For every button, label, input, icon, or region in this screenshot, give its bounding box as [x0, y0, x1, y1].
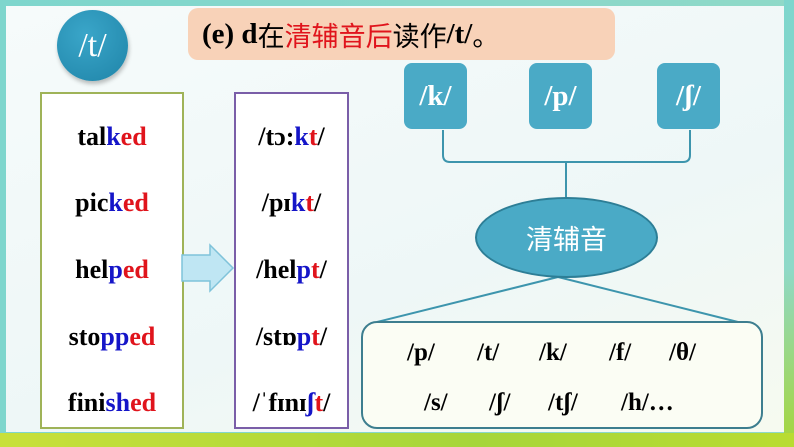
sound-box-p-label: /p/	[544, 79, 577, 112]
consonant-item: /tʃ/	[548, 389, 578, 416]
ipa-row-part: /	[314, 188, 322, 217]
sound-box-k: /k/	[404, 63, 467, 129]
sound-box-sh-label: /ʃ/	[676, 79, 701, 112]
consonant-item: /f/	[609, 339, 632, 366]
word-row: stopped	[42, 322, 182, 352]
sound-box-k-label: /k/	[419, 79, 452, 112]
word-row: finished	[42, 388, 182, 418]
ipa-row-part: t	[305, 188, 315, 217]
ipa-row-part: t	[314, 388, 324, 417]
oval-label: 清辅音	[526, 225, 607, 256]
title-cn-2: 读作	[392, 21, 447, 53]
consonant-item: /k/	[539, 339, 567, 366]
ipa-row: /tɔ:kt/	[236, 122, 347, 152]
ipa-row-part: t	[311, 255, 320, 284]
word-row-part: ed	[130, 388, 157, 417]
sound-box-p: /p/	[529, 63, 592, 129]
voiceless-consonant-oval: 清辅音	[475, 197, 658, 278]
title-suffix: /t/	[446, 17, 473, 50]
ipa-row: /pɪkt/	[236, 188, 347, 218]
word-row-part: ed	[122, 255, 149, 284]
ipa-row: /ˈfɪnɪʃt/	[236, 388, 347, 418]
word-row-part: sh	[105, 388, 131, 417]
ipa-row-part: k	[290, 188, 306, 217]
ipa-row-part: /ˈfɪnɪ	[252, 388, 307, 417]
ipa-row-part: k	[294, 122, 309, 151]
title-end: 。	[472, 21, 500, 53]
rule-title: (e) d 在 清辅音后 读作 /t/ 。	[188, 8, 615, 60]
word-row: helped	[42, 255, 182, 285]
frame-bottom-stripe	[0, 433, 794, 447]
consonant-item: /θ/	[669, 339, 696, 366]
consonant-item: /p/	[407, 339, 435, 366]
word-row: talked	[42, 122, 182, 152]
ipa-row-part: /tɔ:	[258, 122, 295, 151]
fan-lines	[376, 276, 739, 323]
ipa-row-part: /pɪ	[261, 188, 291, 217]
consonant-item: /h/…	[621, 389, 674, 416]
word-row-part: pic	[75, 188, 109, 217]
ipa-row-part: /stɒ	[255, 322, 297, 351]
ipa-row-part: /	[323, 388, 331, 417]
arrow-right-icon	[181, 243, 235, 293]
word-row-part: p	[108, 255, 123, 284]
t-sound-badge-label: /t/	[78, 26, 107, 64]
word-row-part: k	[106, 122, 121, 151]
top-bracket-line	[442, 130, 691, 163]
title-prefix: (e) d	[202, 17, 258, 50]
ipa-list: /tɔ:kt//pɪkt//helpt//stɒpt//ˈfɪnɪʃt/	[234, 92, 349, 429]
ipa-row-part: ʃ	[306, 388, 315, 417]
word-row-part: k	[108, 188, 123, 217]
word-row-part: ed	[122, 188, 149, 217]
ipa-row-part: /hel	[256, 255, 297, 284]
word-row-part: ed	[129, 322, 156, 351]
word-row-part: hel	[75, 255, 109, 284]
ipa-row: /helpt/	[236, 255, 347, 285]
ipa-row-part: p	[296, 322, 312, 351]
ipa-row-part: /	[317, 122, 325, 151]
word-row-part: tal	[77, 122, 107, 151]
consonant-item: /ʃ/	[489, 389, 511, 416]
ipa-row-part: /	[319, 322, 328, 351]
t-sound-badge: /t/	[57, 10, 128, 81]
ipa-row: /stɒpt/	[236, 322, 347, 352]
consonant-item: /t/	[477, 339, 500, 366]
title-highlight: 清辅音后	[284, 21, 393, 53]
word-row-part: sto	[68, 322, 101, 351]
ipa-row-part: p	[296, 255, 311, 284]
title-cn-1: 在	[257, 21, 285, 53]
word-row-part: pp	[100, 322, 130, 351]
ipa-row-part: t	[311, 322, 320, 351]
frame-right-stripe	[784, 0, 794, 447]
word-row-part: ed	[120, 122, 147, 151]
word-row: picked	[42, 188, 182, 218]
consonant-list-box: /p/ /t/ /k/ /f/ /θ/ /s/ /ʃ/ /tʃ/ /h/…	[361, 321, 763, 429]
ipa-row-part: t	[308, 122, 318, 151]
ipa-row-part: /	[319, 255, 327, 284]
word-row-part: fini	[67, 388, 106, 417]
consonant-item: /s/	[424, 389, 448, 416]
sound-box-sh: /ʃ/	[657, 63, 720, 129]
